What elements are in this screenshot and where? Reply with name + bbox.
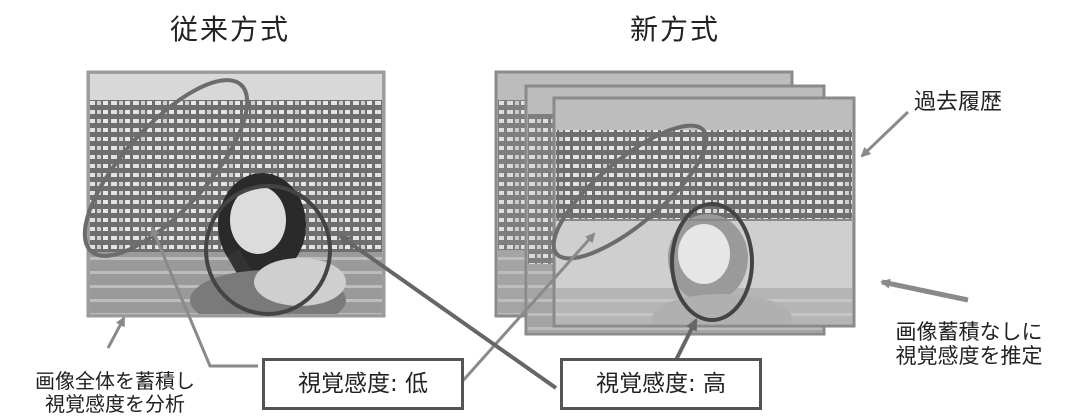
- accumulate-label-line1: 画像全体を蓄積し: [35, 369, 195, 393]
- conventional-title: 従来方式: [170, 13, 291, 46]
- new-background-ellipse: [551, 123, 709, 261]
- low-arrow-left: [150, 226, 258, 368]
- high-sensitivity-box: 視覚感度: 高: [560, 358, 762, 410]
- low-arrow-right: [458, 232, 596, 385]
- history-label: 過去履歴: [914, 90, 1003, 115]
- subject-ellipse: [204, 184, 332, 316]
- estimate-arrow: [880, 278, 969, 303]
- new-title: 新方式: [630, 13, 721, 46]
- background-ellipse: [82, 78, 250, 258]
- accumulate-arrow: [106, 316, 126, 349]
- woman-figure: [190, 173, 346, 314]
- low-sensitivity-box: 視覚感度: 低: [262, 358, 464, 410]
- estimate-label-line1: 画像蓄積なしに: [895, 320, 1043, 344]
- new-subject-ellipse: [670, 202, 754, 322]
- accumulate-label: 画像全体を蓄積し 視覚感度を分析: [10, 370, 220, 416]
- estimate-label: 画像蓄積なしに 視覚感度を推定: [874, 320, 1064, 368]
- high-arrow-left: [338, 234, 558, 390]
- high-arrow-right: [674, 318, 698, 361]
- conventional-photo: [82, 70, 386, 318]
- accumulate-label-line2: 視覚感度を分析: [45, 392, 185, 416]
- estimate-label-line2: 視覚感度を推定: [895, 344, 1043, 369]
- history-arrow: [860, 110, 910, 158]
